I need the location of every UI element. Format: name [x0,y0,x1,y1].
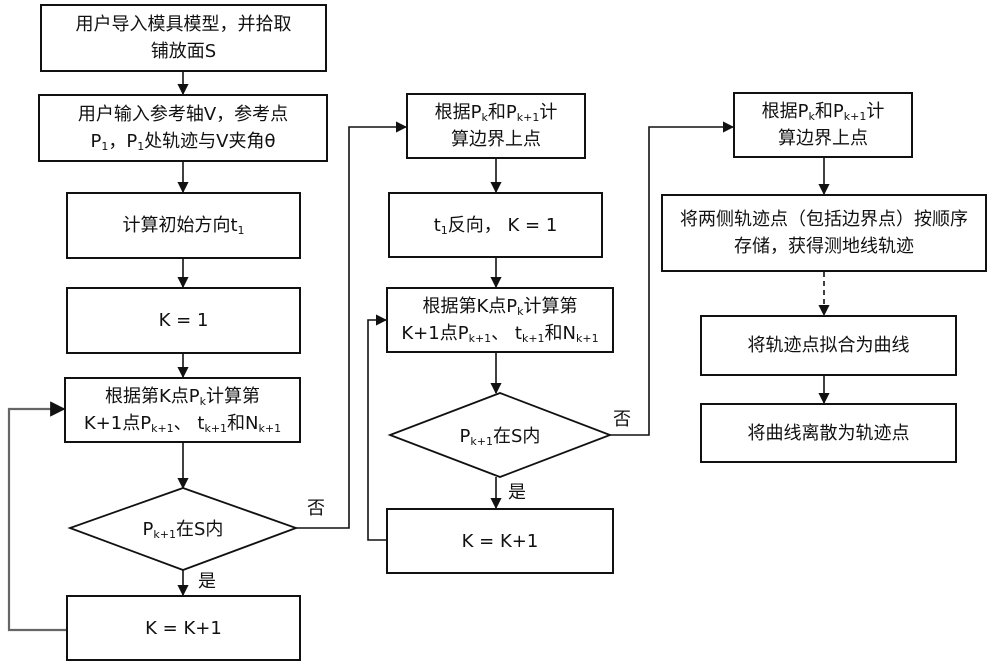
k-increment-1-text: K = K+1 [145,617,222,639]
calc-next-point-2-line1: 根据第K点Pk计算第 [422,296,578,318]
boundary-point-box-2: 根据Pk和Pk+1计 算边界上点 [733,92,913,158]
no-label-1: 否 [307,498,325,519]
loop-kinc1-to-calc1 [7,401,66,632]
boundary-point-2-line1: 根据Pk和Pk+1计 [761,101,885,123]
discretize-curve-box: 将曲线离散为轨迹点 [700,403,957,463]
user-input-line2: P1，P1处轨迹与V夹角θ [90,131,276,153]
user-input-line1: 用户输入参考轴V，参考点 [77,104,289,125]
store-trajectory-text: 将两侧轨迹点（包括边界点）按顺序存储，获得测地线轨迹 [680,209,968,257]
init-direction-box: 计算初始方向t1 [66,192,301,259]
discretize-curve-text: 将曲线离散为轨迹点 [747,422,910,444]
loop-kinc2-to-calc2 [367,314,388,541]
no-label-2: 否 [613,409,631,430]
boundary-point-box-1: 根据Pk和Pk+1计 算边界上点 [406,93,586,159]
k-increment-box-1: K = K+1 [66,595,301,661]
calc-next-point-1-line1: 根据第K点Pk计算第 [104,386,261,408]
store-trajectory-box: 将两侧轨迹点（包括边界点）按顺序存储，获得测地线轨迹 [661,194,987,272]
decision-diamond-2 [387,392,613,478]
yes-label-2: 是 [508,482,526,503]
boundary-point-1-line2: 算边界上点 [451,129,541,150]
import-model-text: 用户导入模具模型，并拾取铺放面S [75,14,292,62]
decision-1-label: Pk+1在S内 [142,519,224,541]
init-direction-text: 计算初始方向t1 [122,215,245,237]
fit-curve-text: 将轨迹点拟合为曲线 [747,335,910,356]
k-increment-2-text: K = K+1 [461,530,539,552]
boundary-point-2-line2: 算边界上点 [778,128,868,149]
calc-next-point-2-line2: K+1点Pk+1、 tk+1和Nk+1 [401,323,599,345]
reverse-direction-box: t1反向， K = 1 [388,192,603,258]
yes-label-1: 是 [198,571,216,592]
k-equals-1-text: K = 1 [158,310,209,331]
k-equals-1-box: K = 1 [66,287,301,354]
import-model-box: 用户导入模具模型，并拾取铺放面S [40,4,327,72]
arrow-dec2-no-to-bound2 [610,121,735,436]
boundary-point-1-line1: 根据Pk和Pk+1计 [434,102,558,124]
arrow-dec1-no-to-bound1 [296,121,408,529]
calc-next-point-1-line2: K+1点Pk+1、 tk+1和Nk+1 [83,413,282,435]
user-input-box: 用户输入参考轴V，参考点 P1，P1处轨迹与V夹角θ [38,94,328,162]
calc-next-point-box-2: 根据第K点Pk计算第 K+1点Pk+1、 tk+1和Nk+1 [386,287,614,353]
decision-2-label: Pk+1在S内 [459,426,541,448]
decision-diamond-1 [67,487,299,571]
reverse-direction-text: t1反向， K = 1 [433,214,558,237]
calc-next-point-box-1: 根据第K点Pk计算第 K+1点Pk+1、 tk+1和Nk+1 [64,377,301,443]
fit-curve-box: 将轨迹点拟合为曲线 [700,315,957,376]
k-increment-box-2: K = K+1 [386,508,614,574]
